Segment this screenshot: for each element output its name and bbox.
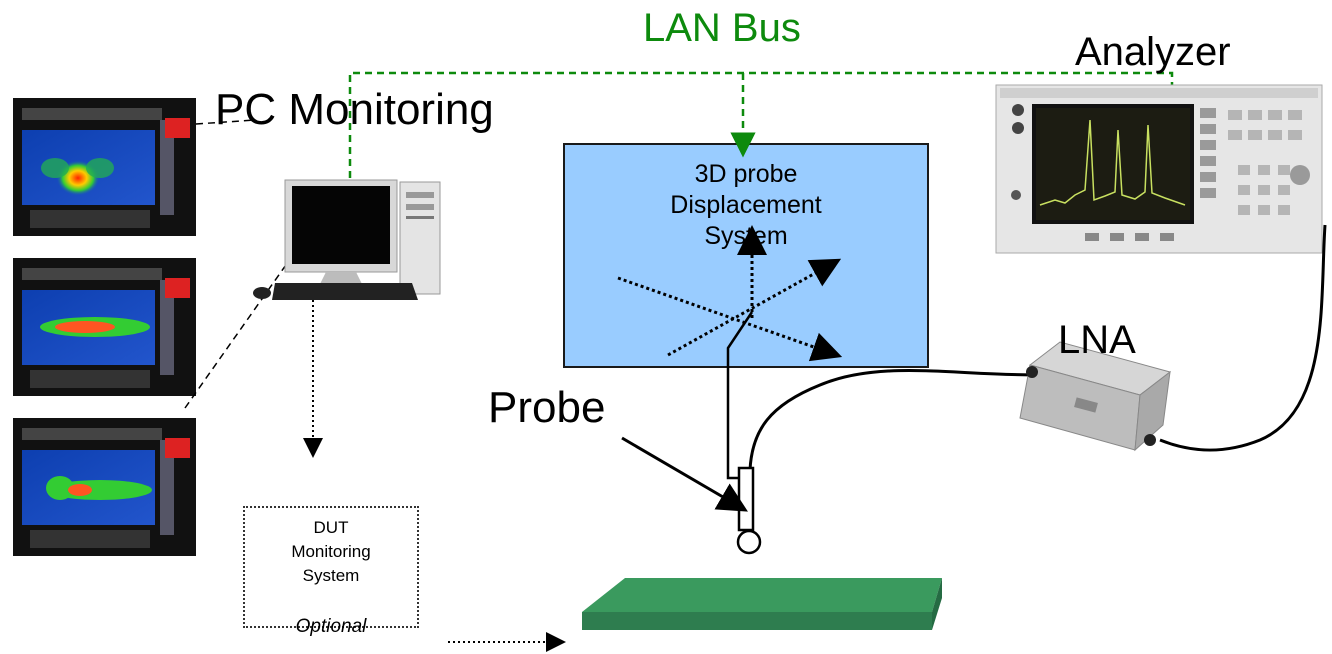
analyzer-label: Analyzer (1075, 30, 1231, 74)
displacement-system-label: 3D probe Displacement System (670, 160, 822, 250)
field-scan-thumbnail-icon (13, 418, 196, 556)
optional-label: Optional (295, 616, 367, 637)
pc-to-dut-arrow (303, 300, 566, 652)
probe-pointer-arrow (621, 436, 748, 512)
lna-label: LNA (1058, 318, 1136, 362)
lan-bus-label: LAN Bus (643, 6, 801, 50)
dut-monitoring-box: DUT Monitoring System Optional (243, 506, 419, 637)
thumbnail-connectors (184, 119, 301, 409)
field-scan-thumbnail-icon (13, 98, 196, 236)
field-scan-thumbnail-icon (13, 258, 196, 396)
pc-monitoring-label: PC Monitoring (215, 85, 494, 134)
lna-icon (1019, 341, 1172, 452)
pc-icon (253, 179, 441, 300)
analyzer-icon (995, 84, 1323, 254)
dut-board-icon (582, 578, 942, 630)
dut-monitoring-label: DUT Monitoring System (291, 518, 371, 585)
probe-label: Probe (488, 383, 606, 432)
rf-cables (748, 224, 1327, 471)
displacement-system-box: 3D probe Displacement System (563, 143, 929, 368)
